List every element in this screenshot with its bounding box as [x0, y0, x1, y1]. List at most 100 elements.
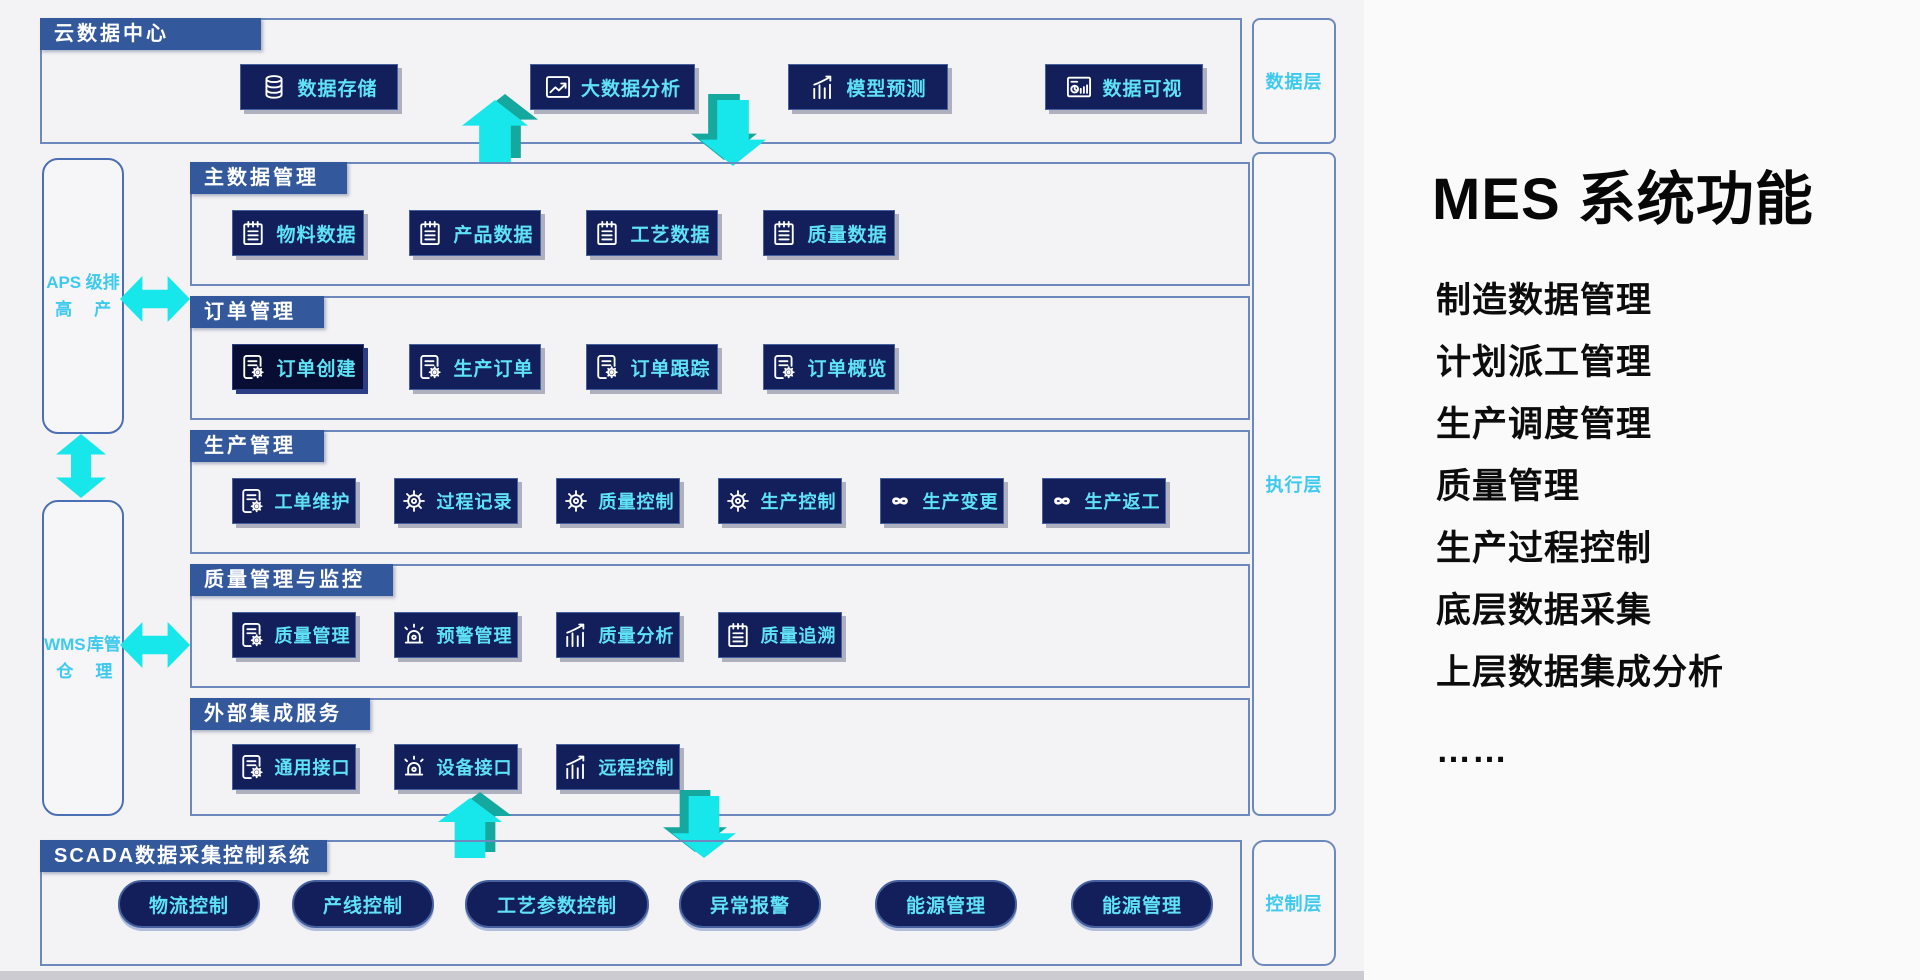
- module-button[interactable]: 生产订单: [409, 344, 541, 390]
- feature-list-item: 底层数据采集: [1436, 591, 1653, 630]
- section-button-row: 质量管理 预警管理 质量分析 质量追溯: [232, 612, 842, 658]
- doc-gear-icon: [238, 621, 266, 649]
- module-button[interactable]: 质量数据: [763, 210, 895, 256]
- button-label: 质量追溯: [760, 626, 837, 646]
- button-label: 异常报警: [709, 895, 790, 917]
- button-label: 能源管理: [905, 895, 986, 917]
- cloud-data-center-section: 云数据中心 数据存储大数据分析模型预测数据可视: [40, 18, 1242, 144]
- section-title: 质量管理与监控: [190, 564, 393, 596]
- arrow-aps-orders-bidirectional: [120, 276, 190, 322]
- button-label: 生产订单: [453, 358, 534, 380]
- section-master-data: 主数据管理 物料数据 产品数据 工艺数据 质量数据: [190, 162, 1250, 286]
- feature-list-item: 制造数据管理: [1436, 281, 1653, 320]
- module-button[interactable]: 质量追溯: [718, 612, 842, 658]
- button-label: 质量控制: [598, 492, 675, 512]
- database-icon: [260, 73, 288, 101]
- button-label: 生产返工: [1084, 492, 1161, 512]
- feature-list-item: 质量管理: [1436, 467, 1581, 506]
- button-label: 物料数据: [276, 224, 357, 246]
- button-label: 生产变更: [922, 492, 999, 512]
- button-label: 订单概览: [807, 358, 888, 380]
- wms-module-box: WMS仓库管理: [42, 500, 124, 816]
- module-button[interactable]: 订单概览: [763, 344, 895, 390]
- button-label: 生产控制: [760, 492, 837, 512]
- module-button[interactable]: 生产控制: [718, 478, 842, 524]
- button-label: 设备接口: [436, 758, 513, 778]
- right-panel-background: [1364, 0, 1920, 980]
- module-button[interactable]: 过程记录: [394, 478, 518, 524]
- bar-chart-icon: [562, 753, 590, 781]
- layer-label-execution: 执行层: [1252, 152, 1336, 816]
- button-label: 订单跟踪: [630, 358, 711, 380]
- module-button[interactable]: 质量分析: [556, 612, 680, 658]
- scada-pill-button[interactable]: 工艺参数控制: [465, 880, 649, 928]
- section-button-row: 物料数据 产品数据 工艺数据 质量数据: [232, 210, 895, 256]
- arrow-aps-wms-bidirectional: [56, 434, 106, 498]
- gear-icon: [400, 487, 428, 515]
- button-label: 质量管理: [274, 626, 351, 646]
- button-label: 预警管理: [436, 626, 513, 646]
- button-label: 质量数据: [807, 224, 888, 246]
- module-button[interactable]: 生产变更: [880, 478, 1004, 524]
- bottom-edge-strip: [0, 971, 1364, 980]
- doc-gear-icon: [238, 487, 266, 515]
- section-order-management: 订单管理 订单创建生产订单订单跟踪订单概览: [190, 296, 1250, 420]
- dashboard-icon: [1065, 73, 1093, 101]
- scada-pill-button[interactable]: 物流控制: [118, 880, 260, 928]
- module-button[interactable]: 订单创建: [232, 344, 364, 390]
- module-button[interactable]: 设备接口: [394, 744, 518, 790]
- section-title: 生产管理: [190, 430, 324, 462]
- module-button[interactable]: 工单维护: [232, 478, 356, 524]
- gear-icon: [562, 487, 590, 515]
- feature-list-item: ……: [1436, 731, 1508, 770]
- module-button[interactable]: 通用接口: [232, 744, 356, 790]
- module-button[interactable]: 订单跟踪: [586, 344, 718, 390]
- layer-label-control: 控制层: [1252, 840, 1336, 966]
- arrow-up-from-scada: [438, 792, 512, 858]
- doc-gear-icon: [770, 353, 798, 381]
- button-label: 工单维护: [274, 492, 351, 512]
- scada-section: SCADA数据采集控制系统 物流控制产线控制工艺参数控制异常报警能源管理能源管理: [40, 840, 1242, 966]
- doc-gear-icon: [593, 353, 621, 381]
- button-label: 模型预测: [846, 78, 927, 100]
- section-title: 主数据管理: [190, 162, 347, 194]
- button-label: 质量分析: [598, 626, 675, 646]
- arrow-up-to-cloud: [462, 94, 538, 164]
- bar-chart-icon: [562, 621, 590, 649]
- side-module-label-line: APS高: [46, 272, 82, 319]
- button-label: 能源管理: [1101, 895, 1182, 917]
- button-label: 通用接口: [274, 758, 351, 778]
- module-button[interactable]: 数据存储: [240, 64, 398, 110]
- module-button[interactable]: 数据可视: [1045, 64, 1203, 110]
- alarm-icon: [400, 753, 428, 781]
- side-module-label-line: 级排产: [85, 272, 120, 319]
- button-label: 物流控制: [148, 895, 229, 917]
- scada-pill-button[interactable]: 能源管理: [875, 880, 1017, 928]
- module-button[interactable]: 产品数据: [409, 210, 541, 256]
- module-button[interactable]: 模型预测: [788, 64, 948, 110]
- aps-module-box: APS高级排产: [42, 158, 124, 434]
- section-button-row: 通用接口 设备接口 远程控制: [232, 744, 680, 790]
- button-label: 数据存储: [297, 78, 378, 100]
- feature-list-item: 计划派工管理: [1436, 343, 1653, 382]
- module-button[interactable]: 生产返工: [1042, 478, 1166, 524]
- module-button[interactable]: 物料数据: [232, 210, 364, 256]
- module-button[interactable]: 远程控制: [556, 744, 680, 790]
- module-button[interactable]: 大数据分析: [530, 64, 695, 110]
- scada-pill-button[interactable]: 能源管理: [1071, 880, 1213, 928]
- module-button[interactable]: 质量控制: [556, 478, 680, 524]
- side-module-label-line: 库管理: [86, 634, 121, 681]
- module-button[interactable]: 工艺数据: [586, 210, 718, 256]
- button-label: 工艺数据: [630, 224, 711, 246]
- notepad-icon: [239, 219, 267, 247]
- scada-pill-button[interactable]: 异常报警: [679, 880, 821, 928]
- section-quality-management-monitoring: 质量管理与监控 质量管理 预警管理 质量分析 质量追溯: [190, 564, 1250, 688]
- doc-gear-icon: [416, 353, 444, 381]
- module-button[interactable]: 预警管理: [394, 612, 518, 658]
- button-label: 远程控制: [598, 758, 675, 778]
- bar-chart-icon: [809, 73, 837, 101]
- scada-pill-button[interactable]: 产线控制: [292, 880, 434, 928]
- module-button[interactable]: 质量管理: [232, 612, 356, 658]
- section-button-row: 工单维护 过程记录 质量控制 生产控制 生产变更 生产返工: [232, 478, 1166, 524]
